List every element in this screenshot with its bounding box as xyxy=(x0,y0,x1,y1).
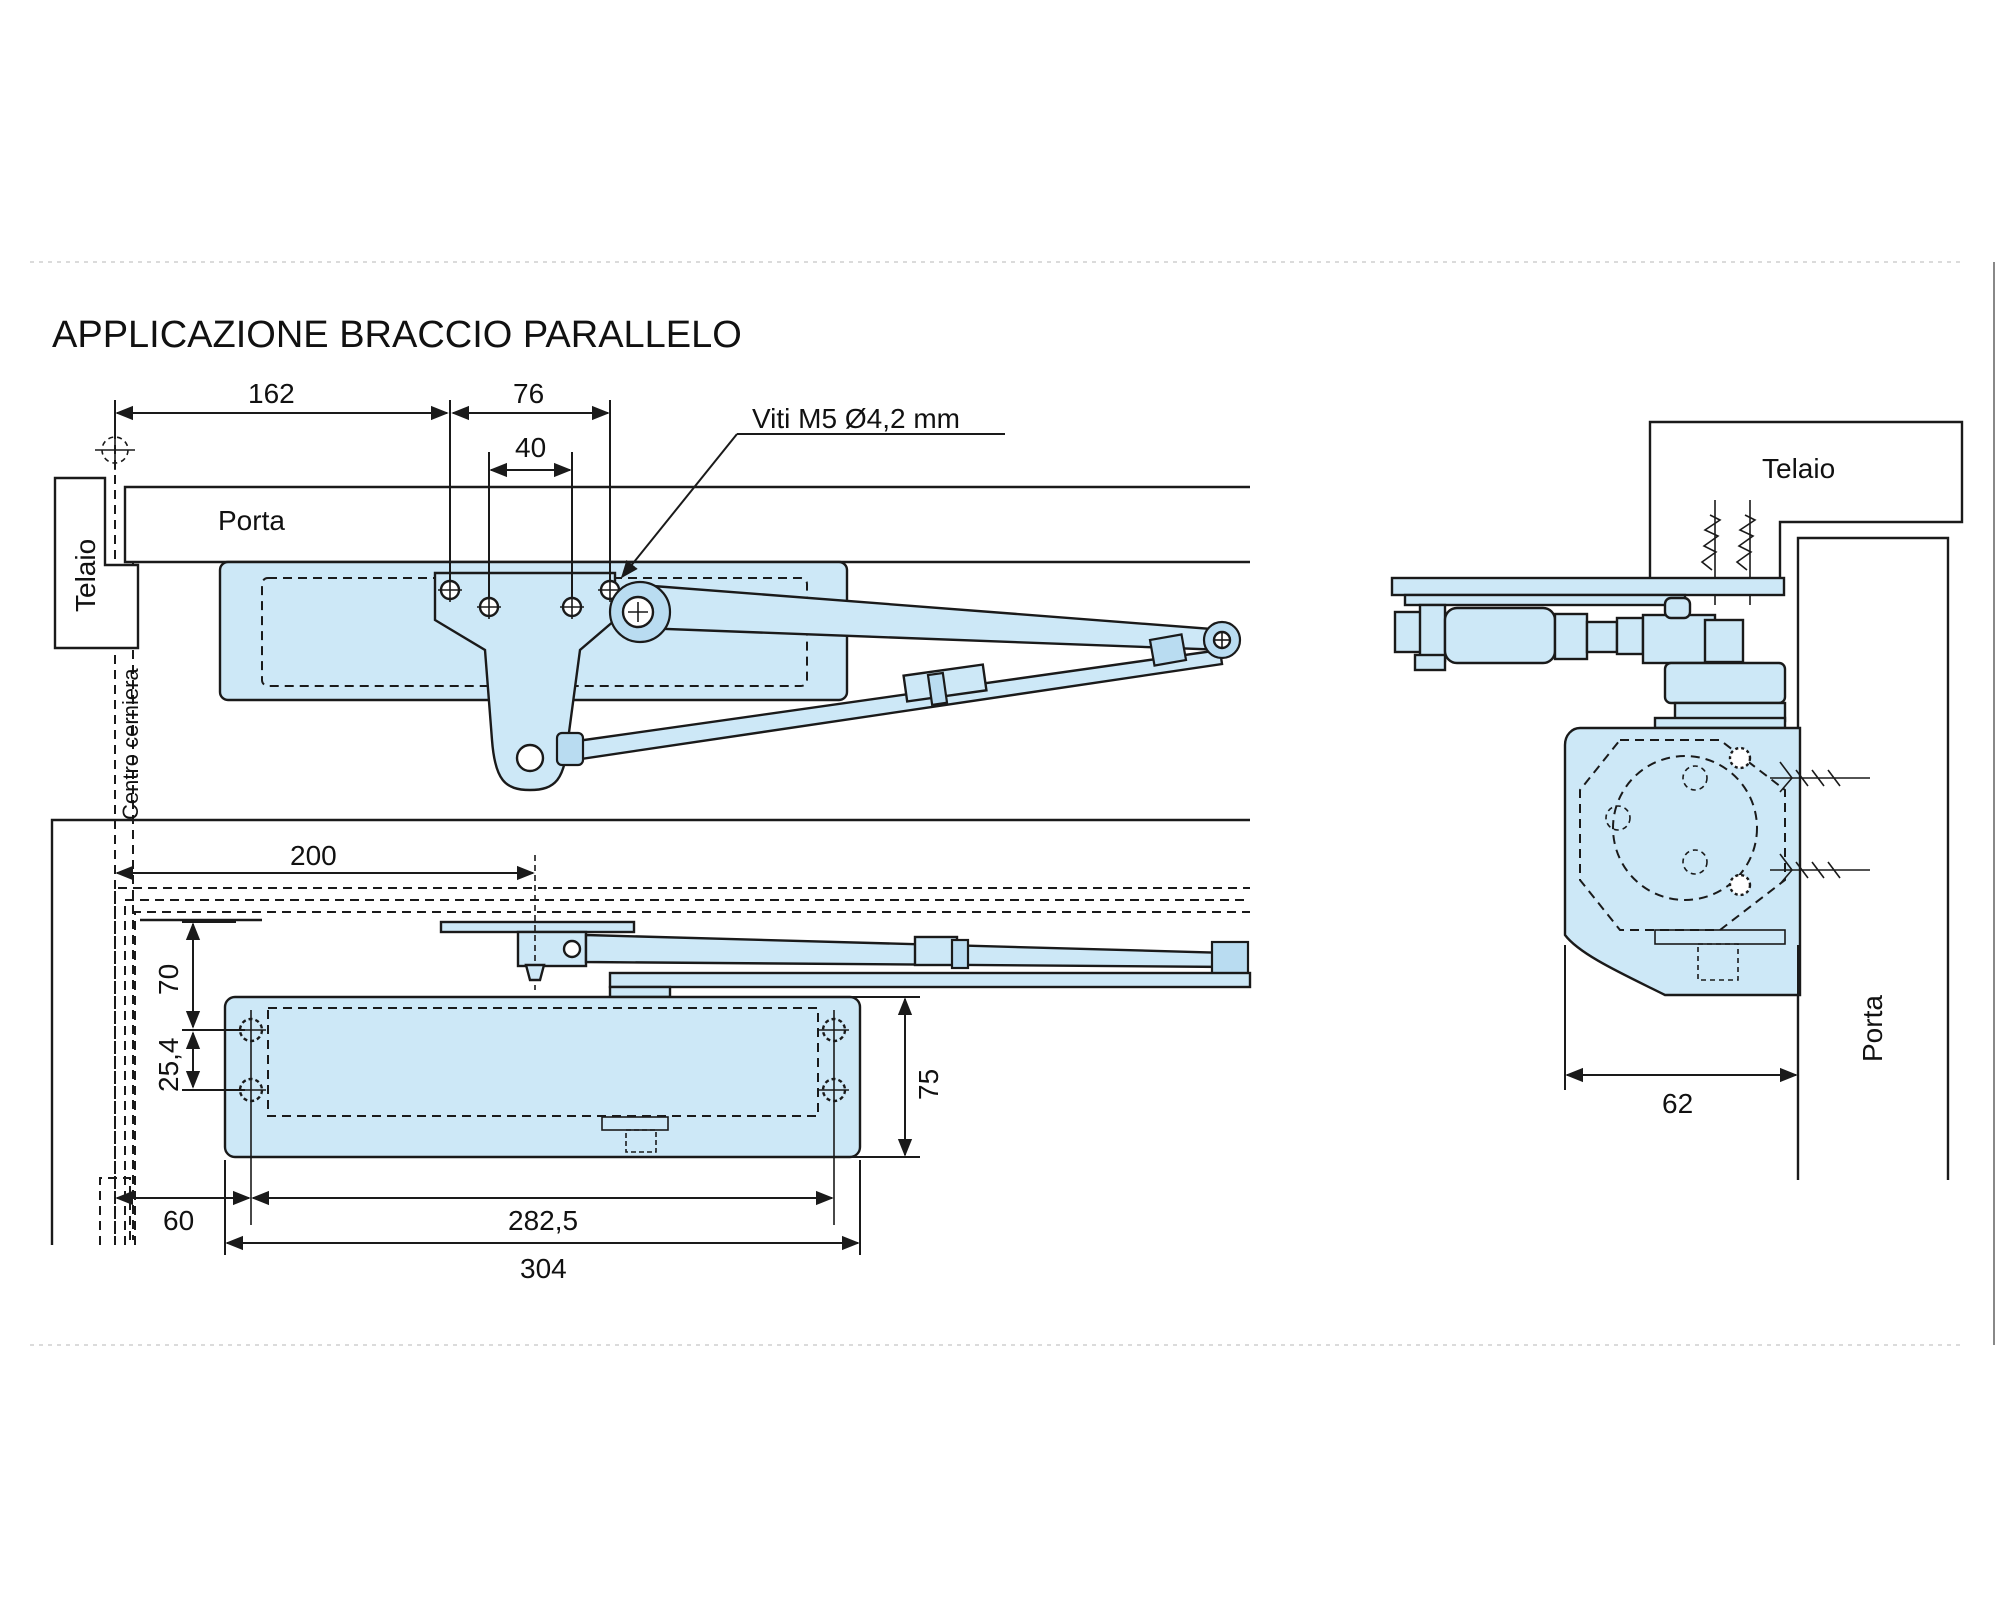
dim-25-4: 25,4 xyxy=(153,1031,245,1093)
door-screws xyxy=(1770,761,1870,885)
porta-label: Porta xyxy=(218,505,285,536)
dim-60: 60 xyxy=(115,1190,251,1236)
centro-cerniera-label: Centro cerniera xyxy=(118,668,143,820)
screws-callout: Viti M5 Ø4,2 mm xyxy=(620,403,1005,579)
svg-text:75: 75 xyxy=(913,1069,944,1100)
svg-text:Viti M5 Ø4,2 mm: Viti M5 Ø4,2 mm xyxy=(752,403,960,434)
side-telaio-label: Telaio xyxy=(1762,453,1835,484)
svg-text:62: 62 xyxy=(1662,1088,1693,1119)
side-mount-plate xyxy=(1390,576,1786,597)
top-view: Telaio Porta xyxy=(53,378,1250,1240)
svg-text:25,4: 25,4 xyxy=(153,1038,184,1093)
svg-text:70: 70 xyxy=(153,964,184,995)
svg-text:40: 40 xyxy=(515,432,546,463)
page-title: APPLICAZIONE BRACCIO PARALLELO xyxy=(52,314,742,356)
side-porta-label: Porta xyxy=(1857,995,1888,1062)
front-arm-plate xyxy=(439,920,636,934)
telaio-frame-top xyxy=(53,476,140,650)
front-view: 200 70 25,4 75 60 282,5 xyxy=(50,818,1252,1284)
closer-body-front xyxy=(223,995,862,1159)
mount-holes xyxy=(438,578,622,619)
svg-text:282,5: 282,5 xyxy=(508,1205,578,1236)
svg-text:304: 304 xyxy=(520,1253,567,1284)
side-view: Telaio Porta xyxy=(1390,420,1964,1180)
front-arm-rod xyxy=(584,933,1232,969)
dim-282-5: 282,5 xyxy=(251,1190,834,1236)
door-top-view xyxy=(123,485,1250,564)
telaio-label: Telaio xyxy=(70,539,101,612)
front-frame-outline xyxy=(50,818,1250,1245)
dim-162: 162 xyxy=(114,378,451,580)
dim-75: 75 xyxy=(850,996,944,1158)
svg-text:162: 162 xyxy=(248,378,295,409)
dim-76: 76 xyxy=(451,378,611,580)
front-mount-holes xyxy=(236,1010,849,1225)
dim-304: 304 xyxy=(224,1160,861,1284)
dim-70: 70 xyxy=(153,921,245,1031)
side-telaio-frame xyxy=(1648,420,1964,578)
dim-62: 62 xyxy=(1564,945,1799,1119)
svg-text:200: 200 xyxy=(290,840,337,871)
dim-40: 40 xyxy=(488,432,573,597)
dim-200: 200 xyxy=(115,840,535,881)
side-door xyxy=(1796,536,1950,1180)
svg-text:60: 60 xyxy=(163,1205,194,1236)
svg-text:76: 76 xyxy=(513,378,544,409)
